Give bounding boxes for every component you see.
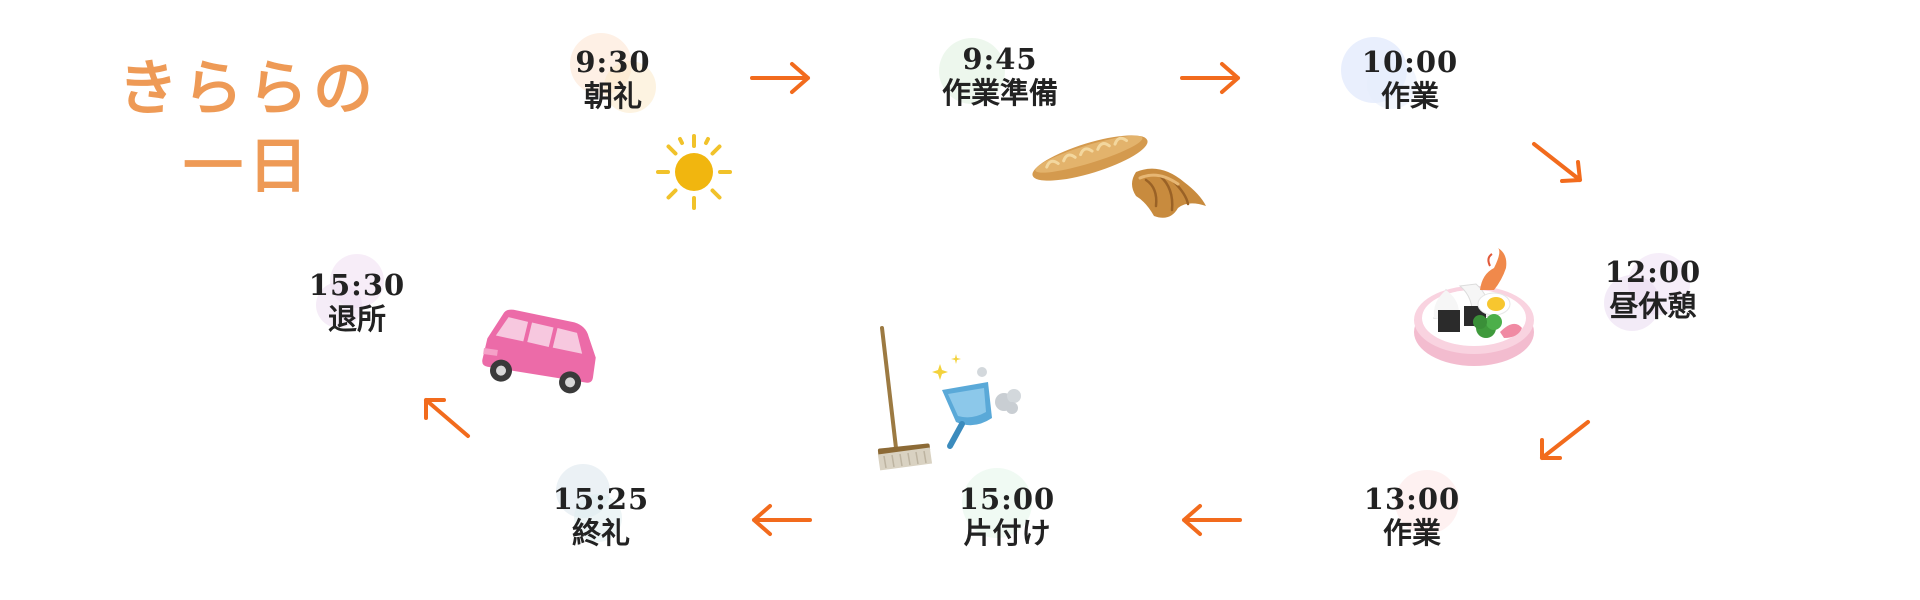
title-line-1: きららの <box>118 54 378 124</box>
schedule-label: 昼休憩 <box>1609 289 1697 323</box>
broom-dustpan-icon <box>877 326 1021 471</box>
schedule-item-work-am: 10:00 作業 <box>1325 37 1495 113</box>
decor-blob <box>604 61 656 113</box>
decor-blob <box>939 38 1005 104</box>
schedule-time: 15:30 <box>308 268 406 302</box>
arrow-icon <box>1540 420 1590 460</box>
decor-blob <box>574 494 622 542</box>
page-title: きららの 一日 <box>108 50 388 206</box>
schedule-label: 朝礼 <box>583 79 642 113</box>
decor-blob <box>316 282 362 328</box>
schedule-label: 退所 <box>327 302 386 336</box>
schedule-time: 15:00 <box>958 482 1056 516</box>
title-line-2: 一日 <box>183 132 313 202</box>
arrow-icon <box>1180 62 1240 94</box>
arrow-icon <box>1182 504 1242 536</box>
arrow-icon <box>1532 142 1582 183</box>
decor-blob <box>962 468 1032 538</box>
schedule-time: 12:00 <box>1604 255 1702 289</box>
arrow-icon <box>750 62 810 94</box>
schedule-item-morning-meeting: 9:30 朝礼 <box>528 33 698 113</box>
schedule-label: 終礼 <box>571 516 630 550</box>
schedule-item-work-prep: 9:45 作業準備 <box>915 38 1085 110</box>
schedule-item-leave: 15:30 退所 <box>272 254 442 336</box>
arrow-icon <box>424 398 470 438</box>
schedule-label: 作業 <box>1380 79 1439 113</box>
schedule-item-cleanup: 15:00 片付け <box>922 468 1092 550</box>
schedule-time: 15:25 <box>552 482 650 516</box>
car-icon <box>482 309 596 394</box>
schedule-time: 9:45 <box>962 42 1038 76</box>
schedule-time: 10:00 <box>1361 45 1459 79</box>
arrow-icon <box>752 504 812 536</box>
schedule-item-closing-meeting: 15:25 終礼 <box>516 464 686 550</box>
schedule-time: 13:00 <box>1363 482 1461 516</box>
sun-icon <box>656 134 732 210</box>
schedule-label: 作業 <box>1382 516 1441 550</box>
schedule-item-lunch-break: 12:00 昼休憩 <box>1568 253 1738 331</box>
schedule-label: 片付け <box>963 516 1051 550</box>
schedule-time: 9:30 <box>575 45 651 79</box>
schedule-item-work-pm: 13:00 作業 <box>1327 470 1497 550</box>
decor-blob <box>1604 275 1660 331</box>
bento-icon <box>1414 248 1534 366</box>
schedule-label: 作業準備 <box>941 76 1058 110</box>
bread-icon <box>1032 135 1206 218</box>
decor-blob <box>1367 59 1417 109</box>
decor-blob <box>1395 470 1459 534</box>
